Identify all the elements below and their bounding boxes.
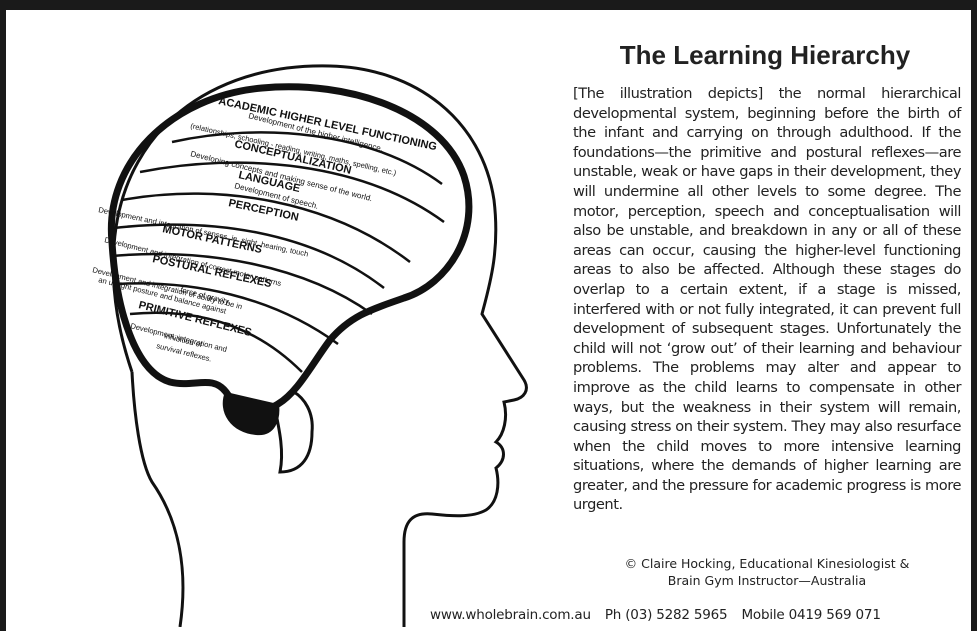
phone-text: Ph (03) 5282 5965 <box>604 607 728 623</box>
neck-back-outline <box>130 371 185 627</box>
credit-line-2: Brain Gym Instructor—Australia <box>667 573 867 588</box>
contact-line: www.wholebrain.com.au Ph (03) 5282 5965 Mo… <box>430 607 970 623</box>
credit-block: © Claire Hocking, Educational Kinesiolog… <box>573 555 961 589</box>
credit-line-1: © Claire Hocking, Educational Kinesiolog… <box>624 556 910 571</box>
website-text: www.wholebrain.com.au <box>430 607 591 623</box>
layer-divider-lines <box>111 131 445 373</box>
brainstem-shape <box>272 390 314 474</box>
body-paragraph: [The illustration depicts] the normal hi… <box>573 85 961 514</box>
head-brain-illustration: ACADEMIC HIGHER LEVEL FUNCTIONING Develo… <box>92 64 528 627</box>
page-title: The Learning Hierarchy <box>619 40 911 70</box>
brain-outline <box>107 83 473 414</box>
mobile-text: Mobile 0419 569 071 <box>741 607 881 623</box>
cerebellum-shape <box>222 391 280 436</box>
